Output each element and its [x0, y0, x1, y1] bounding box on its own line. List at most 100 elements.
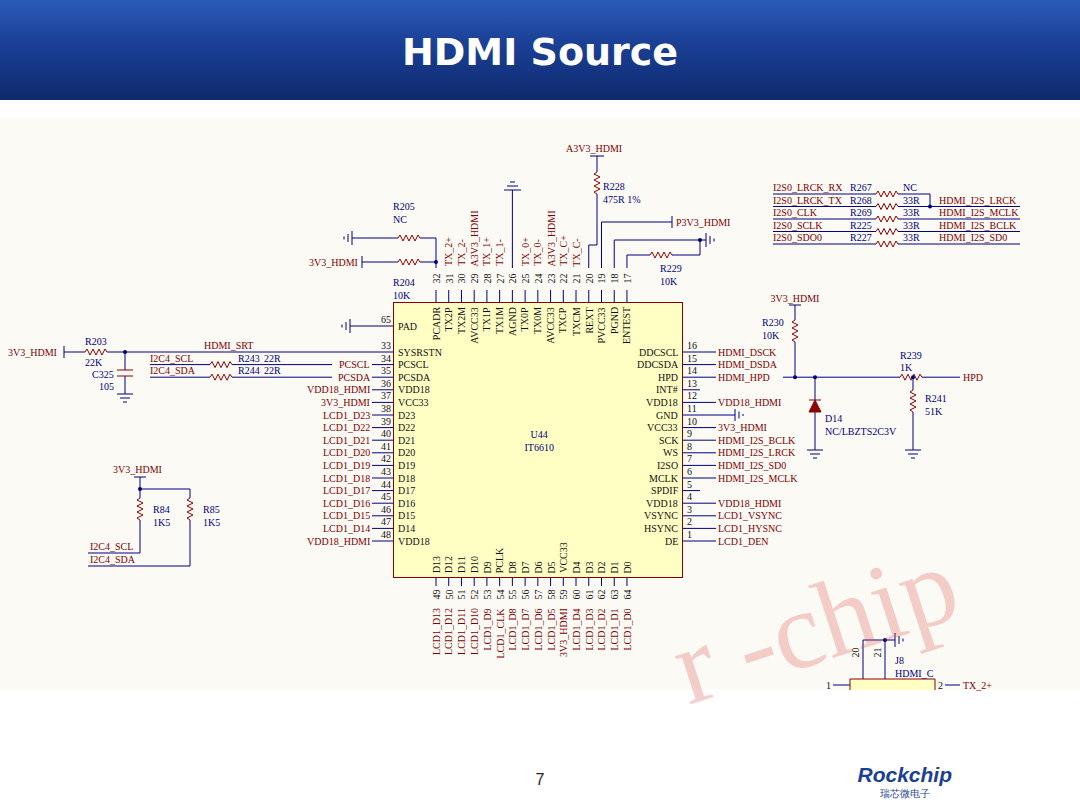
pin-number: 40 — [381, 428, 391, 439]
component-ref: R267 — [850, 182, 872, 193]
wire — [789, 305, 801, 377]
net-label: LCD1_D8 — [507, 608, 518, 650]
junction-dot — [123, 350, 127, 354]
pin-number: 19 — [596, 273, 607, 283]
net-label: 3V3_HDMI — [8, 347, 57, 358]
wire — [683, 352, 960, 541]
net-label: LCD1_D17 — [323, 485, 370, 496]
net-label: HDMI_I2S_SD0 — [939, 232, 1007, 243]
net-label: I2C4_SCL — [150, 353, 193, 364]
component-ref: R85 — [203, 504, 220, 515]
net-label: TX_0+ — [520, 237, 531, 266]
component-value: NC/LBZTS2C3V — [825, 426, 896, 437]
net-label: LCD1_CLK — [494, 608, 505, 658]
junction-dot — [813, 375, 817, 379]
junction-dot — [434, 260, 438, 264]
net-label: 3V3_HDMI — [718, 422, 767, 433]
pin-name: SPDIF — [651, 485, 678, 496]
net-label: TX_2+ — [443, 237, 454, 266]
resistor-symbol — [398, 235, 420, 241]
resistor-symbol — [210, 374, 232, 380]
component-ref: R204 — [393, 277, 415, 288]
component-value: 22R — [264, 353, 281, 364]
part-designator: U44 — [531, 429, 548, 440]
net-label: LCD1_D4 — [571, 608, 582, 650]
pin-name: ENTEST — [622, 307, 633, 344]
watermark: r -chip — [659, 523, 972, 727]
junction-dot — [138, 487, 142, 491]
pin-name: D9 — [482, 561, 493, 573]
net-label: HDMI_I2S_MCLK — [939, 207, 1018, 218]
component-value: 1K5 — [203, 517, 220, 528]
wire — [352, 156, 706, 268]
pin-number: 62 — [596, 589, 607, 599]
pin-number: 42 — [381, 453, 391, 464]
pin-name: D8 — [507, 561, 518, 573]
company-logo: Rockchip — [858, 763, 953, 787]
net-label: P3V3_HDMI — [676, 217, 730, 228]
net-label: LCD1_D9 — [482, 608, 493, 650]
pin-name: D22 — [398, 422, 415, 433]
pin-number: 57 — [532, 589, 543, 599]
pin-number: 4 — [687, 491, 692, 502]
pin-name: PCSDA — [398, 372, 430, 383]
net-label: I2C4_SCL — [90, 541, 133, 552]
pin-name: D15 — [398, 510, 415, 521]
pin-name: SYSRSTN — [398, 347, 442, 358]
component-value: 22R — [264, 365, 281, 376]
pin-name: D0 — [622, 561, 633, 573]
pin-number: 46 — [381, 504, 391, 515]
net-label: 3V3_HDMI — [771, 293, 820, 304]
net-label: LCD1_D6 — [532, 608, 543, 650]
pin-name: SCK — [659, 435, 678, 446]
net-label: LCD1_D7 — [520, 608, 531, 650]
pin-number: 21 — [872, 647, 883, 657]
component-value: 10K — [762, 330, 779, 341]
pin-name: PCSCL — [398, 359, 429, 370]
junction-dot — [698, 238, 702, 242]
pin-number: 12 — [687, 390, 697, 401]
net-label: I2C4_SDA — [150, 365, 195, 376]
pin-name: D16 — [398, 498, 415, 509]
pin-number: 25 — [520, 273, 531, 283]
component-ref: R225 — [850, 220, 872, 231]
net-label: HDMI_DSCK — [718, 347, 776, 358]
pin-number: 65 — [381, 314, 391, 325]
pin-name: PVCC33 — [596, 307, 607, 343]
junction-dot — [793, 375, 797, 379]
net-label: TX_C+ — [558, 235, 569, 266]
pin-name: D4 — [571, 561, 582, 573]
component-ref: R229 — [660, 263, 682, 274]
ic-chip: U44IT6610 — [393, 302, 683, 578]
pin-number: 44 — [381, 479, 391, 490]
net-label: HPD — [963, 372, 983, 383]
component-ref: D14 — [825, 413, 842, 424]
part-number: IT6610 — [525, 442, 554, 453]
net-label: I2S0_SCLK — [773, 220, 822, 231]
resistor-symbol — [876, 204, 898, 210]
pin-name: VCC33 — [647, 422, 678, 433]
resistor-symbol — [187, 498, 193, 520]
component-ref: R243 — [238, 353, 260, 364]
pin-number: 33 — [381, 340, 391, 351]
pin-number: 1 — [826, 680, 831, 691]
net-label: I2S0_CLK — [773, 207, 817, 218]
net-label: VDD18_HDMI — [718, 498, 781, 509]
pin-number: 36 — [381, 378, 391, 389]
pin-name: D11 — [456, 556, 467, 573]
wire — [64, 326, 393, 358]
net-label: I2S0_LRCK_TX — [773, 195, 842, 206]
pin-number: 32 — [431, 273, 442, 283]
pin-number: 15 — [687, 353, 697, 364]
pin-number: 20 — [583, 273, 594, 283]
component-value: NC — [903, 182, 917, 193]
net-label: A3V3_HDMI — [545, 210, 556, 266]
net-label: LCD1_HYSNC — [718, 523, 782, 534]
pin-name: AVCC33 — [545, 307, 556, 344]
ground-symbol — [905, 450, 921, 458]
wire — [436, 290, 627, 302]
resistor-symbol — [876, 241, 898, 247]
component-value: NC — [393, 214, 407, 225]
capacitor-symbol — [117, 370, 133, 376]
pin-number: 3 — [687, 504, 692, 515]
